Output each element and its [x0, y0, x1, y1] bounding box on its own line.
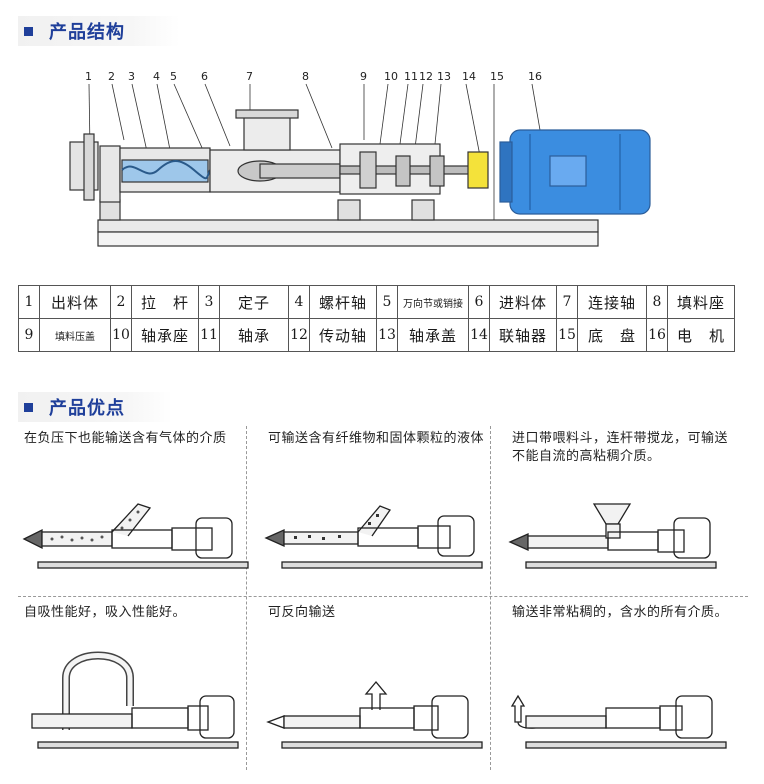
suction-body [209, 109, 341, 193]
parts-table: 1 出料体 2 拉 杆 3 定子 4 螺杆轴 5 万向节或销接 6 进料体 7 … [18, 285, 735, 352]
callout-7: 7 [246, 70, 253, 83]
part-number: 7 [556, 285, 578, 319]
grid-divider [490, 426, 491, 770]
callout-6: 6 [201, 70, 208, 83]
advantage-caption: 可反向输送 [268, 605, 336, 620]
part-name: 传动轴 [309, 318, 377, 352]
advantage-caption: 输送非常粘稠的，含水的所有介质。 [512, 605, 729, 620]
part-number: 1 [18, 285, 40, 319]
section-header-advantages: 产品优点 [18, 392, 172, 422]
part-name: 连接轴 [577, 285, 647, 319]
advantage-caption: 进口带喂料斗，连杆带搅龙，可输送不能自流的高粘稠介质。 [512, 431, 729, 464]
callout-numbers: 1 2 3 4 5 6 7 8 9 10 11 12 13 14 15 16 [85, 70, 542, 83]
coupling [467, 151, 489, 189]
discharge-body [69, 133, 121, 203]
pump-sketch [266, 680, 483, 749]
callout-14: 14 [462, 70, 476, 83]
bullet-square-icon [24, 26, 33, 36]
grid-divider [246, 426, 247, 770]
part-name: 拉 杆 [131, 285, 199, 319]
pump-sketch [510, 694, 727, 749]
part-number: 13 [376, 318, 398, 352]
callout-16: 16 [528, 70, 542, 83]
pump-sketch [264, 505, 483, 569]
advantage-caption: 自吸性能好，吸入性能好。 [24, 605, 187, 620]
table-row: 9 填料压盖 10 轴承座 11 轴承 12 传动轴 13 轴承盖 14 联轴器… [18, 318, 735, 352]
part-name: 进料体 [489, 285, 557, 319]
part-number: 14 [468, 318, 490, 352]
callout-2: 2 [108, 70, 115, 83]
part-name: 轴承座 [131, 318, 199, 352]
advantage-panel-6: 输送非常粘稠的，含水的所有介质。 [506, 598, 746, 784]
part-number: 10 [110, 318, 132, 352]
callout-1: 1 [85, 70, 92, 83]
part-name: 底 盘 [577, 318, 647, 352]
pump-sketch [22, 503, 249, 569]
advantage-panel-1: 在负压下也能输送含有气体的介质 [18, 424, 258, 610]
callout-13: 13 [437, 70, 451, 83]
part-number: 12 [288, 318, 310, 352]
grid-divider [18, 596, 748, 597]
callout-8: 8 [302, 70, 309, 83]
pump-sketch [508, 503, 717, 569]
callout-12: 12 [419, 70, 433, 83]
section-title: 产品优点 [49, 398, 125, 419]
advantage-caption: 在负压下也能输送含有气体的介质 [24, 431, 227, 446]
part-name: 轴承 [219, 318, 289, 352]
advantage-panel-2: 可输送含有纤维物和固体颗粒的液体 [262, 424, 502, 610]
drive-shaft [339, 143, 471, 195]
part-name: 出料体 [39, 285, 111, 319]
pump-structure-diagram: 1 2 3 4 5 6 7 8 9 10 11 12 13 14 15 16 [69, 70, 651, 247]
part-name: 定子 [219, 285, 289, 319]
advantage-caption: 可输送含有纤维物和固体颗粒的液体 [268, 431, 485, 446]
bullet-square-icon [24, 402, 33, 412]
part-name: 螺杆轴 [309, 285, 377, 319]
advantage-panel-5: 可反向输送 [262, 598, 502, 784]
part-number: 5 [376, 285, 398, 319]
callout-9: 9 [360, 70, 367, 83]
part-name: 填料座 [667, 285, 735, 319]
part-number: 9 [18, 318, 40, 352]
part-number: 6 [468, 285, 490, 319]
table-row: 1 出料体 2 拉 杆 3 定子 4 螺杆轴 5 万向节或销接 6 进料体 7 … [18, 285, 735, 319]
part-number: 11 [198, 318, 220, 352]
part-number: 16 [646, 318, 668, 352]
base-plate [97, 199, 599, 247]
advantage-panel-3: 进口带喂料斗，连杆带搅龙，可输送不能自流的高粘稠介质。 [506, 424, 746, 610]
part-number: 15 [556, 318, 578, 352]
part-number: 3 [198, 285, 220, 319]
part-name: 联轴器 [489, 318, 557, 352]
part-name: 轴承盖 [397, 318, 469, 352]
section-title: 产品结构 [49, 22, 125, 43]
section-header-structure: 产品结构 [18, 16, 180, 46]
callout-4: 4 [153, 70, 160, 83]
part-name: 万向节或销接 [397, 285, 469, 319]
part-number: 8 [646, 285, 668, 319]
part-number: 4 [288, 285, 310, 319]
callout-5: 5 [170, 70, 177, 83]
stator [119, 147, 211, 193]
pump-sketch [31, 651, 239, 749]
callout-11: 11 [404, 70, 418, 83]
part-number: 2 [110, 285, 132, 319]
part-name: 填料压盖 [39, 318, 111, 352]
part-name: 电 机 [667, 318, 735, 352]
callout-10: 10 [384, 70, 398, 83]
motor [499, 129, 651, 215]
advantage-panel-4: 自吸性能好，吸入性能好。 [18, 598, 258, 784]
callout-15: 15 [490, 70, 504, 83]
callout-3: 3 [128, 70, 135, 83]
